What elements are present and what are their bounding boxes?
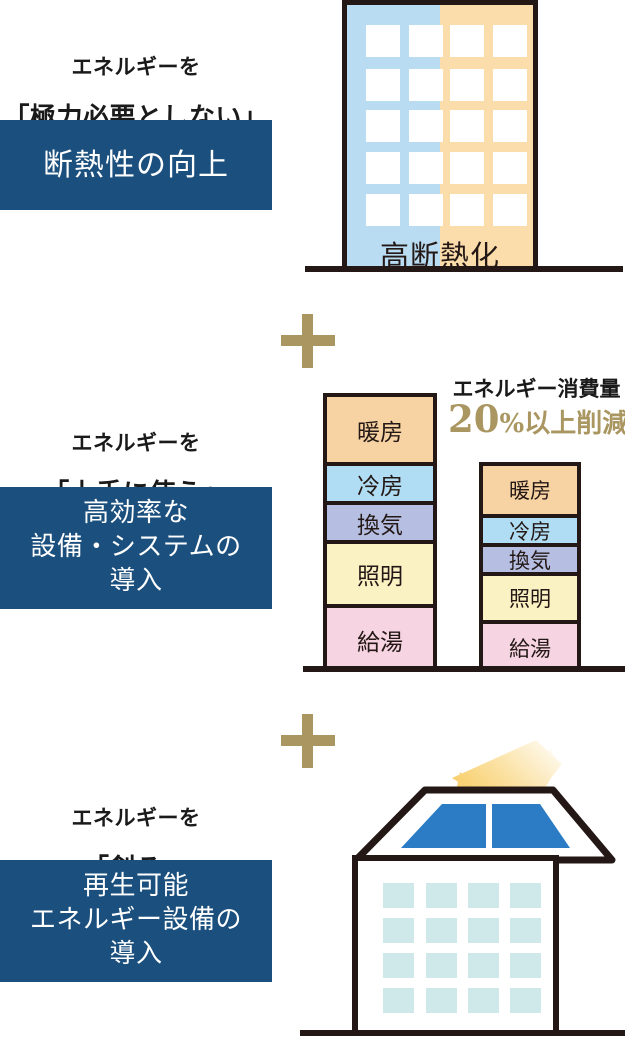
window <box>450 110 484 142</box>
solar-panel-left <box>401 804 486 848</box>
bar-segment-label: 換気 <box>357 512 403 539</box>
window <box>426 953 457 978</box>
window <box>366 152 400 184</box>
bar-segment-label: 冷房 <box>357 473 403 500</box>
label-box-efficiency[interactable]: 高効率な 設備・システムの 導入 <box>0 487 272 609</box>
window <box>493 110 527 142</box>
label-box-generation[interactable]: 再生可能 エネルギー設備の 導入 <box>0 860 272 982</box>
bar-segment-label: 暖房 <box>509 479 551 503</box>
window <box>409 25 443 57</box>
chart-heading: エネルギー消費量 20%以上削減 <box>448 377 625 439</box>
bar-segment-lighting: 照明 <box>327 544 433 608</box>
label-box-efficiency-text: 高効率な 設備・システムの 導入 <box>30 498 242 596</box>
plus-operator-2 <box>281 714 335 768</box>
window <box>468 883 499 908</box>
window <box>468 988 499 1013</box>
label-box-insulation-text: 断熱性の向上 <box>43 147 229 183</box>
window <box>426 918 457 943</box>
window <box>366 69 400 101</box>
ground-line-top <box>305 266 623 272</box>
window <box>468 918 499 943</box>
bar-segment-label: 照明 <box>509 587 551 611</box>
building-insulation-label: 高断熱化 <box>379 239 500 270</box>
window <box>493 25 527 57</box>
plus-bar-vertical <box>302 714 313 768</box>
bar-segment-cooling: 冷房 <box>483 518 577 547</box>
window <box>366 110 400 142</box>
bar-segment-label: 冷房 <box>509 519 551 544</box>
window <box>493 194 527 226</box>
chart-annotation-rest: %以上削減 <box>499 409 625 440</box>
chart-bar-zeb: 暖房 冷房 換気 照明 給湯 <box>479 462 581 668</box>
window <box>450 25 484 57</box>
window <box>510 988 541 1013</box>
ground-line-chart <box>303 666 625 672</box>
figure-insulated-building: 高断熱化 <box>300 0 625 285</box>
window <box>468 953 499 978</box>
plus-bar-vertical <box>302 314 313 368</box>
window <box>409 152 443 184</box>
window <box>510 953 541 978</box>
window <box>510 918 541 943</box>
bar-segment-label: 暖房 <box>357 419 403 446</box>
window <box>366 194 400 226</box>
caption-insulation-line1: エネルギーを <box>71 54 201 80</box>
solar-panel-right <box>492 804 570 848</box>
bar-segment-heating: 暖房 <box>327 397 433 466</box>
bar-segment-heating: 暖房 <box>483 466 577 518</box>
bar-segment-hotwater: 給湯 <box>483 624 577 668</box>
bar-segment-lighting: 照明 <box>483 576 577 624</box>
chart-annotation-number: 20 <box>448 397 500 442</box>
window <box>366 25 400 57</box>
label-box-insulation[interactable]: 断熱性の向上 <box>0 120 272 210</box>
building-body-solar <box>352 855 559 1033</box>
bar-segment-cooling: 冷房 <box>327 466 433 505</box>
window <box>409 194 443 226</box>
caption-efficiency-line1: エネルギーを <box>71 430 201 456</box>
caption-generation-line1: エネルギーを <box>71 805 201 831</box>
window <box>450 194 484 226</box>
window <box>383 883 414 908</box>
building-envelope: 高断熱化 <box>342 0 538 270</box>
window <box>409 69 443 101</box>
chart-annotation: 20%以上削減 <box>448 400 625 439</box>
bar-segment-ventilation: 換気 <box>327 505 433 544</box>
bar-segment-hotwater: 給湯 <box>327 608 433 668</box>
window <box>450 152 484 184</box>
window <box>426 988 457 1013</box>
chart-title: エネルギー消費量 <box>452 376 621 401</box>
bar-segment-label: 給湯 <box>509 637 551 661</box>
chart-bar-baseline: 暖房 冷房 換気 照明 給湯 <box>323 393 437 668</box>
window <box>383 988 414 1013</box>
window <box>409 110 443 142</box>
bar-segment-ventilation: 換気 <box>483 547 577 576</box>
window <box>383 953 414 978</box>
window <box>493 152 527 184</box>
figure-solar-building <box>300 700 625 1040</box>
window <box>493 69 527 101</box>
window <box>383 918 414 943</box>
plus-operator-1 <box>281 314 335 368</box>
bar-segment-label: 照明 <box>357 564 403 590</box>
window <box>510 883 541 908</box>
window <box>450 69 484 101</box>
window <box>426 883 457 908</box>
ground-line-bottom <box>300 1030 625 1036</box>
bar-segment-label: 給湯 <box>357 630 403 656</box>
bar-segment-label: 換気 <box>509 548 551 573</box>
label-box-generation-text: 再生可能 エネルギー設備の 導入 <box>29 871 242 969</box>
